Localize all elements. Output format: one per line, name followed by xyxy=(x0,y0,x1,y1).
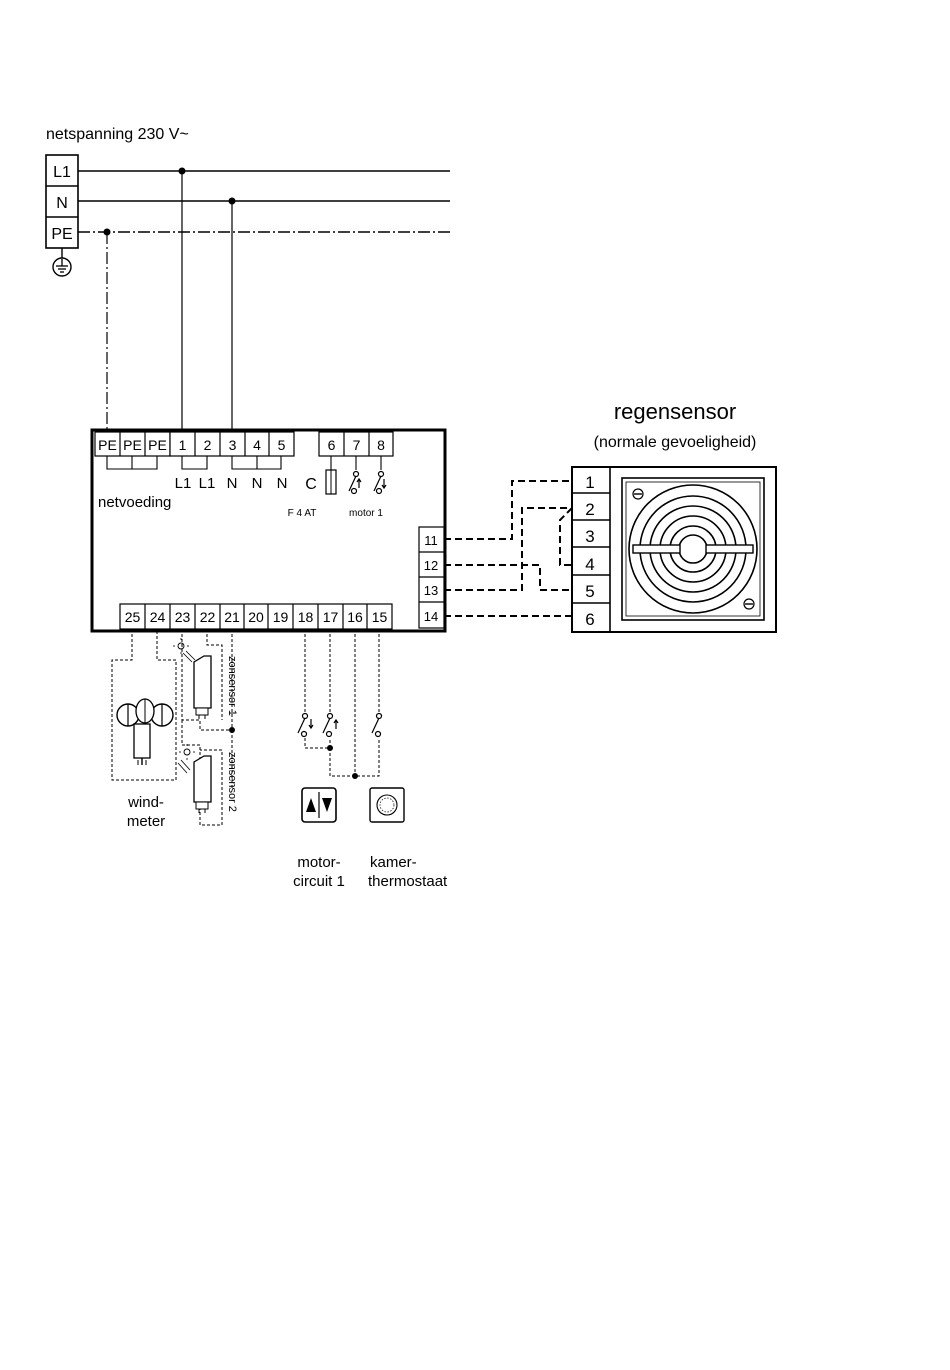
label-l1-a: L1 xyxy=(175,475,192,492)
rain-terminal-2: 2 xyxy=(585,500,594,519)
terminal-2: 2 xyxy=(204,437,212,453)
terminal-8: 8 xyxy=(377,437,385,453)
motor-thermostat-wiring xyxy=(305,629,379,776)
label-n-b: N xyxy=(252,475,263,492)
power-supply-label: netvoeding xyxy=(98,494,171,511)
terminal-14: 14 xyxy=(424,609,438,624)
mains-terminal-n: N xyxy=(56,195,68,212)
terminal-13: 13 xyxy=(424,583,438,598)
terminal-1: 1 xyxy=(179,437,187,453)
rain-terminal-6: 6 xyxy=(585,610,594,629)
sun-sensor-2-icon xyxy=(178,744,211,813)
label-common: C xyxy=(305,476,317,493)
terminal-17: 17 xyxy=(323,609,339,625)
wind-meter-label-line1: wind- xyxy=(127,794,164,811)
thermostat-label-line1: kamer- xyxy=(370,854,417,871)
controller-housing xyxy=(92,430,445,631)
thermostat-junction xyxy=(352,773,358,779)
rain-terminal-3: 3 xyxy=(585,527,594,546)
fuse-label: F 4 AT xyxy=(288,508,317,519)
mains-wires xyxy=(78,168,450,431)
motor-relay-label: motor 1 xyxy=(349,508,383,519)
terminal-20: 20 xyxy=(248,609,264,625)
terminal-22: 22 xyxy=(200,609,216,625)
label-l1-b: L1 xyxy=(199,475,216,492)
thermostat-switch-icon xyxy=(372,714,382,737)
terminal-pe-3: PE xyxy=(148,437,167,453)
terminal-23: 23 xyxy=(175,609,191,625)
controller-bottom-terminals: 25 24 23 22 21 20 19 18 17 16 15 xyxy=(120,604,392,629)
mains-terminal-block: L1 N PE xyxy=(46,155,78,248)
motor-circuit-label-line2: circuit 1 xyxy=(293,873,345,890)
motor-circuit-label-line1: motor- xyxy=(297,854,340,871)
terminal-6: 6 xyxy=(328,437,336,453)
thermostat-label-line2: thermostaat xyxy=(368,873,448,890)
motor-up-switch-icon xyxy=(323,714,338,737)
terminal-18: 18 xyxy=(298,609,314,625)
terminal-4: 4 xyxy=(253,437,261,453)
terminal-5: 5 xyxy=(278,437,286,453)
mains-title: netspanning 230 V~ xyxy=(46,126,189,143)
terminal-7: 7 xyxy=(353,437,361,453)
controller-right-terminals: 11 12 13 14 xyxy=(419,527,444,628)
rain-sensor-subtitle: (normale gevoeligheid) xyxy=(594,434,757,451)
terminal-25: 25 xyxy=(125,609,141,625)
terminal-21: 21 xyxy=(224,609,240,625)
wind-meter-icon xyxy=(117,699,173,765)
rain-terminal-5: 5 xyxy=(585,582,594,601)
controller-top-terminals: PE PE PE 1 2 3 4 5 6 7 8 xyxy=(95,432,393,456)
mains-terminal-pe: PE xyxy=(51,226,72,243)
motor-junction xyxy=(327,745,333,751)
sun-sensor-1-label: zonsensor 1 xyxy=(226,656,238,716)
label-n-a: N xyxy=(227,475,238,492)
rain-terminal-4: 4 xyxy=(585,555,594,574)
rain-sensor-wiring xyxy=(444,481,572,616)
rain-sensor-title: regensensor xyxy=(614,399,736,424)
fuse-icon xyxy=(326,470,336,494)
terminal-pe-1: PE xyxy=(98,437,117,453)
motor-down-switch-icon xyxy=(298,714,313,737)
terminal-12: 12 xyxy=(424,558,438,573)
terminal-3: 3 xyxy=(229,437,237,453)
terminal-24: 24 xyxy=(150,609,166,625)
earth-ground-icon xyxy=(53,248,71,276)
sun-sensor-1-icon xyxy=(173,638,211,719)
terminal-pe-2: PE xyxy=(123,437,142,453)
terminal-11: 11 xyxy=(424,533,438,548)
wind-meter-label-line2: meter xyxy=(127,813,165,830)
terminal-19: 19 xyxy=(273,609,289,625)
sun-sensor-junction xyxy=(229,727,235,733)
label-n-c: N xyxy=(277,475,288,492)
rain-sensor-element-icon xyxy=(622,478,764,620)
rain-terminal-1: 1 xyxy=(585,473,594,492)
terminal-16: 16 xyxy=(347,609,363,625)
room-thermostat-icon xyxy=(370,788,404,822)
mains-terminal-l1: L1 xyxy=(53,164,71,181)
terminal-15: 15 xyxy=(372,609,388,625)
sun-sensor-2-label: zonsensor 2 xyxy=(226,752,238,812)
motor-control-switch-icon xyxy=(302,788,336,822)
